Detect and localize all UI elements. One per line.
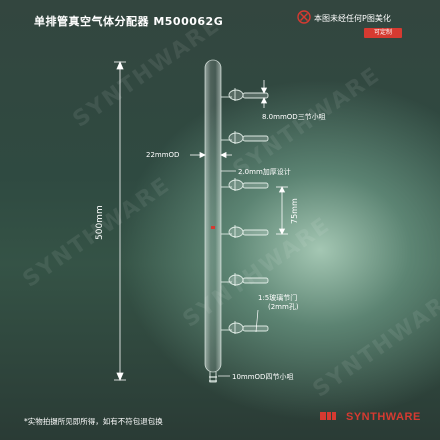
thick-wall-label: 2.0mm加厚设计 xyxy=(238,168,291,176)
product-title: 单排管真空气体分配器 M500062G xyxy=(34,15,224,28)
od8-dimension xyxy=(260,80,268,108)
hose-od8-label: 8.0mmOD三节小咀 xyxy=(262,113,326,121)
height-label: 500mm xyxy=(95,205,105,240)
footer-note: *实物拍摄所见即所得，如有不符包退包换 xyxy=(24,417,163,426)
valve-hole-label: (2mm孔) xyxy=(268,303,299,311)
stopcock xyxy=(221,88,269,101)
customizable-badge: 可定制 xyxy=(364,28,402,38)
valve-label: 1:5玻璃节门 xyxy=(258,294,298,302)
brand-name: SYNTHWARE xyxy=(346,411,421,423)
spacing-dimension xyxy=(276,186,288,235)
stopcock xyxy=(221,178,269,191)
stopcock xyxy=(221,321,269,334)
notice-text: 本图未经任何P图美化 xyxy=(314,14,391,23)
spacing-label: 75mm xyxy=(290,198,299,224)
hose-od10-label: 10mmOD四节小咀 xyxy=(232,373,294,381)
stopcock xyxy=(221,273,269,286)
stopcock xyxy=(221,225,269,238)
diameter-dimension xyxy=(190,151,232,159)
brand-logo-icon xyxy=(320,412,336,420)
height-dimension xyxy=(114,60,126,382)
tube-od-label: 22mmOD xyxy=(146,151,180,159)
stopcock xyxy=(221,131,269,144)
